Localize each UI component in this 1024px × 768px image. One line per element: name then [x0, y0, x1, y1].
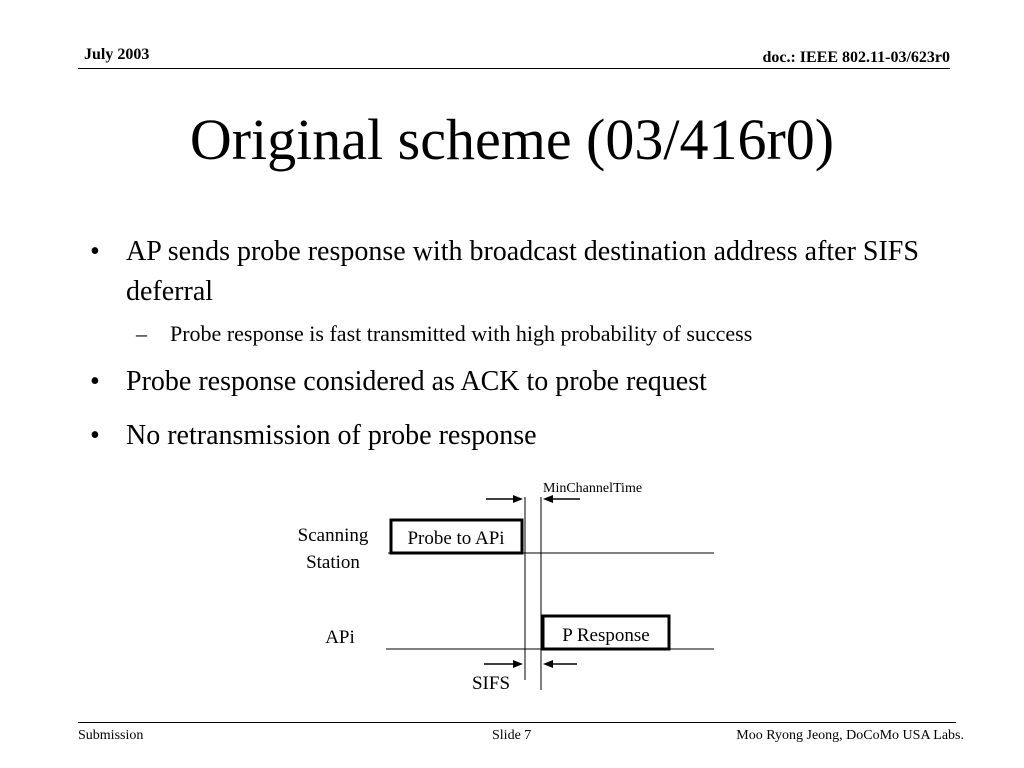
- sifs-label: SIFS: [472, 673, 510, 694]
- min-channel-time-label: MinChannelTime: [543, 481, 642, 496]
- response-box: [541, 614, 671, 651]
- arrowhead-right-icon: [513, 495, 523, 503]
- bullet-text: No retransmission of probe response: [126, 420, 537, 451]
- probe-box: [389, 518, 524, 555]
- api-label: APi: [325, 627, 355, 648]
- bullet-mark: •: [90, 366, 100, 397]
- bullet-mark: •: [90, 420, 100, 451]
- sub-bullet-item: – Probe response is fast transmitted wit…: [90, 320, 950, 348]
- probe-box-label: Probe to APi: [407, 528, 504, 549]
- footer-author: Moo Ryong Jeong, DoCoMo USA Labs.: [736, 728, 964, 743]
- bullet-item: • No retransmission of probe response: [90, 416, 950, 456]
- bullet-text: Probe response considered as ACK to prob…: [126, 366, 707, 397]
- header-doc-id: doc.: IEEE 802.11-03/623r0: [762, 49, 950, 66]
- arrowhead-right-icon: [513, 660, 523, 668]
- sub-bullet-mark: –: [136, 321, 147, 346]
- footer-submission: Submission: [78, 728, 144, 743]
- sub-bullet-text: Probe response is fast transmitted with …: [170, 321, 753, 346]
- bullet-item: • Probe response considered as ACK to pr…: [90, 362, 950, 402]
- header-divider: [78, 68, 950, 69]
- response-box-label: P Response: [562, 625, 649, 646]
- bullet-list: • AP sends probe response with broadcast…: [90, 232, 950, 456]
- slide-title: Original scheme (03/416r0): [189, 107, 835, 172]
- header-date: July 2003: [84, 46, 150, 63]
- arrowhead-left-icon: [543, 495, 553, 503]
- arrowhead-left-icon: [543, 660, 553, 668]
- bullet-mark: •: [90, 236, 100, 267]
- bullet-item: • AP sends probe response with broadcast…: [90, 232, 950, 312]
- scanning-station-label: Scanning: [298, 525, 369, 546]
- footer-divider: [78, 722, 956, 723]
- scanning-station-label-line2: Station: [306, 552, 360, 573]
- footer-slide-number: Slide 7: [492, 728, 532, 743]
- bullet-text: AP sends probe response with broadcast d…: [126, 236, 919, 307]
